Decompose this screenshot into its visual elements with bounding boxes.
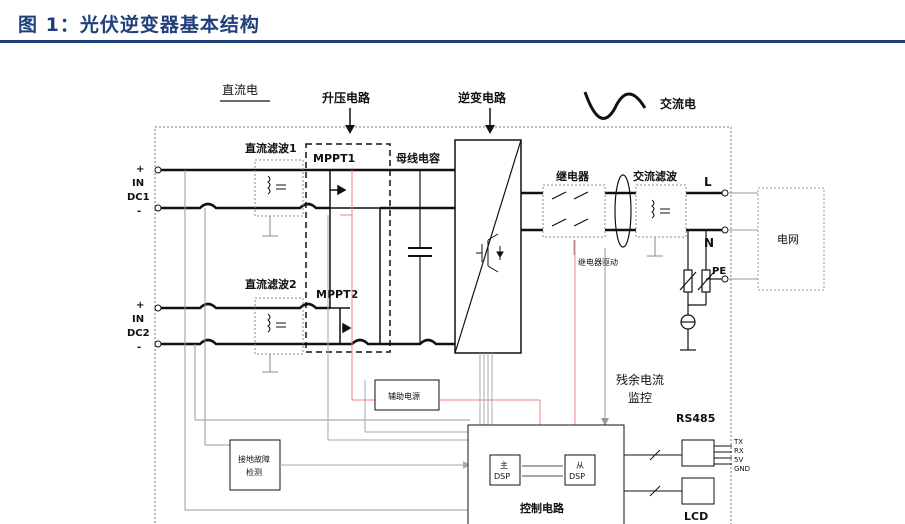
grid-box [757, 187, 825, 291]
ground-fault-label: 接地故障 [238, 454, 270, 464]
rs485-label: RS485 [676, 412, 715, 425]
ac-title: 交流电 [660, 96, 696, 111]
dc-filter2-label: 直流滤波2 [245, 277, 297, 291]
rx-label: RX [734, 447, 744, 455]
in1-minus: - [137, 206, 141, 217]
in2-dc: DC2 [127, 328, 150, 339]
sine-wave-icon [583, 91, 647, 120]
residual-label: 残余电流 [616, 372, 664, 387]
master-label: 主 [500, 460, 508, 470]
dc-buses [161, 168, 455, 346]
mppt2-label: MPPT2 [316, 288, 358, 301]
v5-label: 5V [734, 456, 743, 464]
current-sensor [614, 174, 632, 248]
slave-dsp-label: DSP [569, 472, 585, 481]
in2-in: IN [132, 314, 144, 325]
in2-minus: - [137, 342, 141, 353]
lcd-connector [681, 477, 715, 505]
relay-label: 继电器 [556, 169, 590, 183]
dc-filter1-label: 直流滤波1 [245, 141, 297, 155]
lcd-label: LCD [684, 510, 708, 523]
label-L: L [704, 175, 712, 189]
mppt1-label: MPPT1 [313, 152, 355, 165]
title-rule [0, 40, 905, 43]
ground-fault-box [229, 439, 281, 491]
master-dsp-box [489, 454, 521, 486]
boost-title: 升压电路 [322, 90, 371, 105]
label-N: N [704, 236, 714, 250]
slave-dsp-box [564, 454, 596, 486]
in1-dc: DC1 [127, 192, 150, 203]
in1-plus: + [136, 164, 144, 175]
gnd-label: GND [734, 465, 750, 473]
rs485-connector [681, 439, 715, 467]
figure-title: 图 1：光伏逆变器基本结构 [18, 14, 260, 36]
grid-label: 电网 [777, 233, 799, 246]
relay-drive-label: 继电器驱动 [578, 257, 618, 267]
inverter-title: 逆变电路 [458, 90, 507, 105]
residual-label2: 监控 [628, 391, 652, 405]
master-dsp-label: DSP [494, 472, 510, 481]
aux-power-box [374, 379, 440, 411]
control-label: 控制电路 [520, 501, 565, 515]
tx-label: TX [733, 438, 743, 446]
ground-fault-label2: 检测 [246, 467, 262, 477]
boost-box [305, 143, 391, 353]
inverter-enclosure [154, 126, 732, 524]
slave-label: 从 [576, 461, 584, 470]
label-PE: PE [712, 266, 726, 277]
dc-title: 直流电 [222, 83, 258, 97]
ac-filter-label: 交流滤波 [633, 169, 678, 183]
bus-cap-label: 母线电容 [396, 151, 440, 165]
in1-in: IN [132, 178, 144, 189]
relay-box [542, 184, 606, 238]
aux-power-label: 辅助电源 [388, 391, 420, 401]
in2-plus: + [136, 300, 144, 311]
